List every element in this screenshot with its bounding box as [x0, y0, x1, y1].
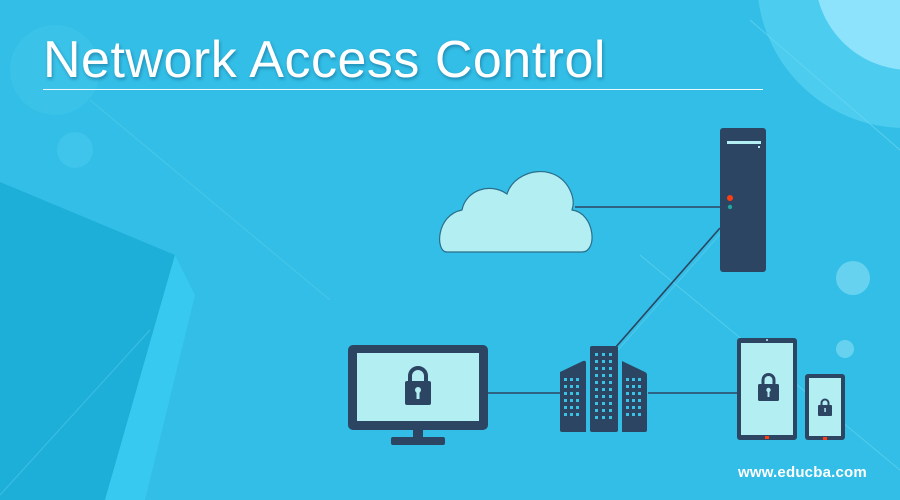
title-underline [43, 89, 763, 90]
decor-diagonal-line [89, 99, 331, 301]
server-led-teal [727, 204, 733, 210]
lock-icon [405, 366, 431, 405]
page-title: Network Access Control [43, 31, 606, 89]
tablet-home-button [765, 436, 769, 439]
site-watermark: www.educba.com [738, 464, 867, 481]
decor-small-circle [836, 340, 854, 358]
tablet-lock-icon [737, 338, 797, 440]
office-buildings-icon [560, 346, 647, 432]
phone-home-button [823, 437, 827, 440]
server-drive-slot [727, 141, 761, 144]
server-led-red [727, 195, 733, 201]
decor-faint-circle [10, 25, 100, 115]
decor-circle-inner [818, 0, 900, 70]
decor-faint-circle [57, 132, 93, 168]
link-server-buildings [614, 227, 721, 349]
network-links [488, 206, 738, 394]
server-tower-icon [720, 128, 766, 272]
decor-small-circle [836, 261, 870, 295]
phone-lock-icon [805, 374, 845, 440]
decor-diagonal-line [0, 329, 151, 496]
desktop-monitor-lock-icon [348, 345, 488, 445]
cloud-icon [439, 170, 593, 253]
lock-icon [758, 373, 779, 401]
lock-icon [818, 398, 832, 416]
link-server-buildings-2 [617, 231, 723, 351]
decor-light-strip [105, 255, 195, 500]
decor-diagonal-line [749, 19, 900, 151]
decor-dark-panel [0, 182, 175, 500]
